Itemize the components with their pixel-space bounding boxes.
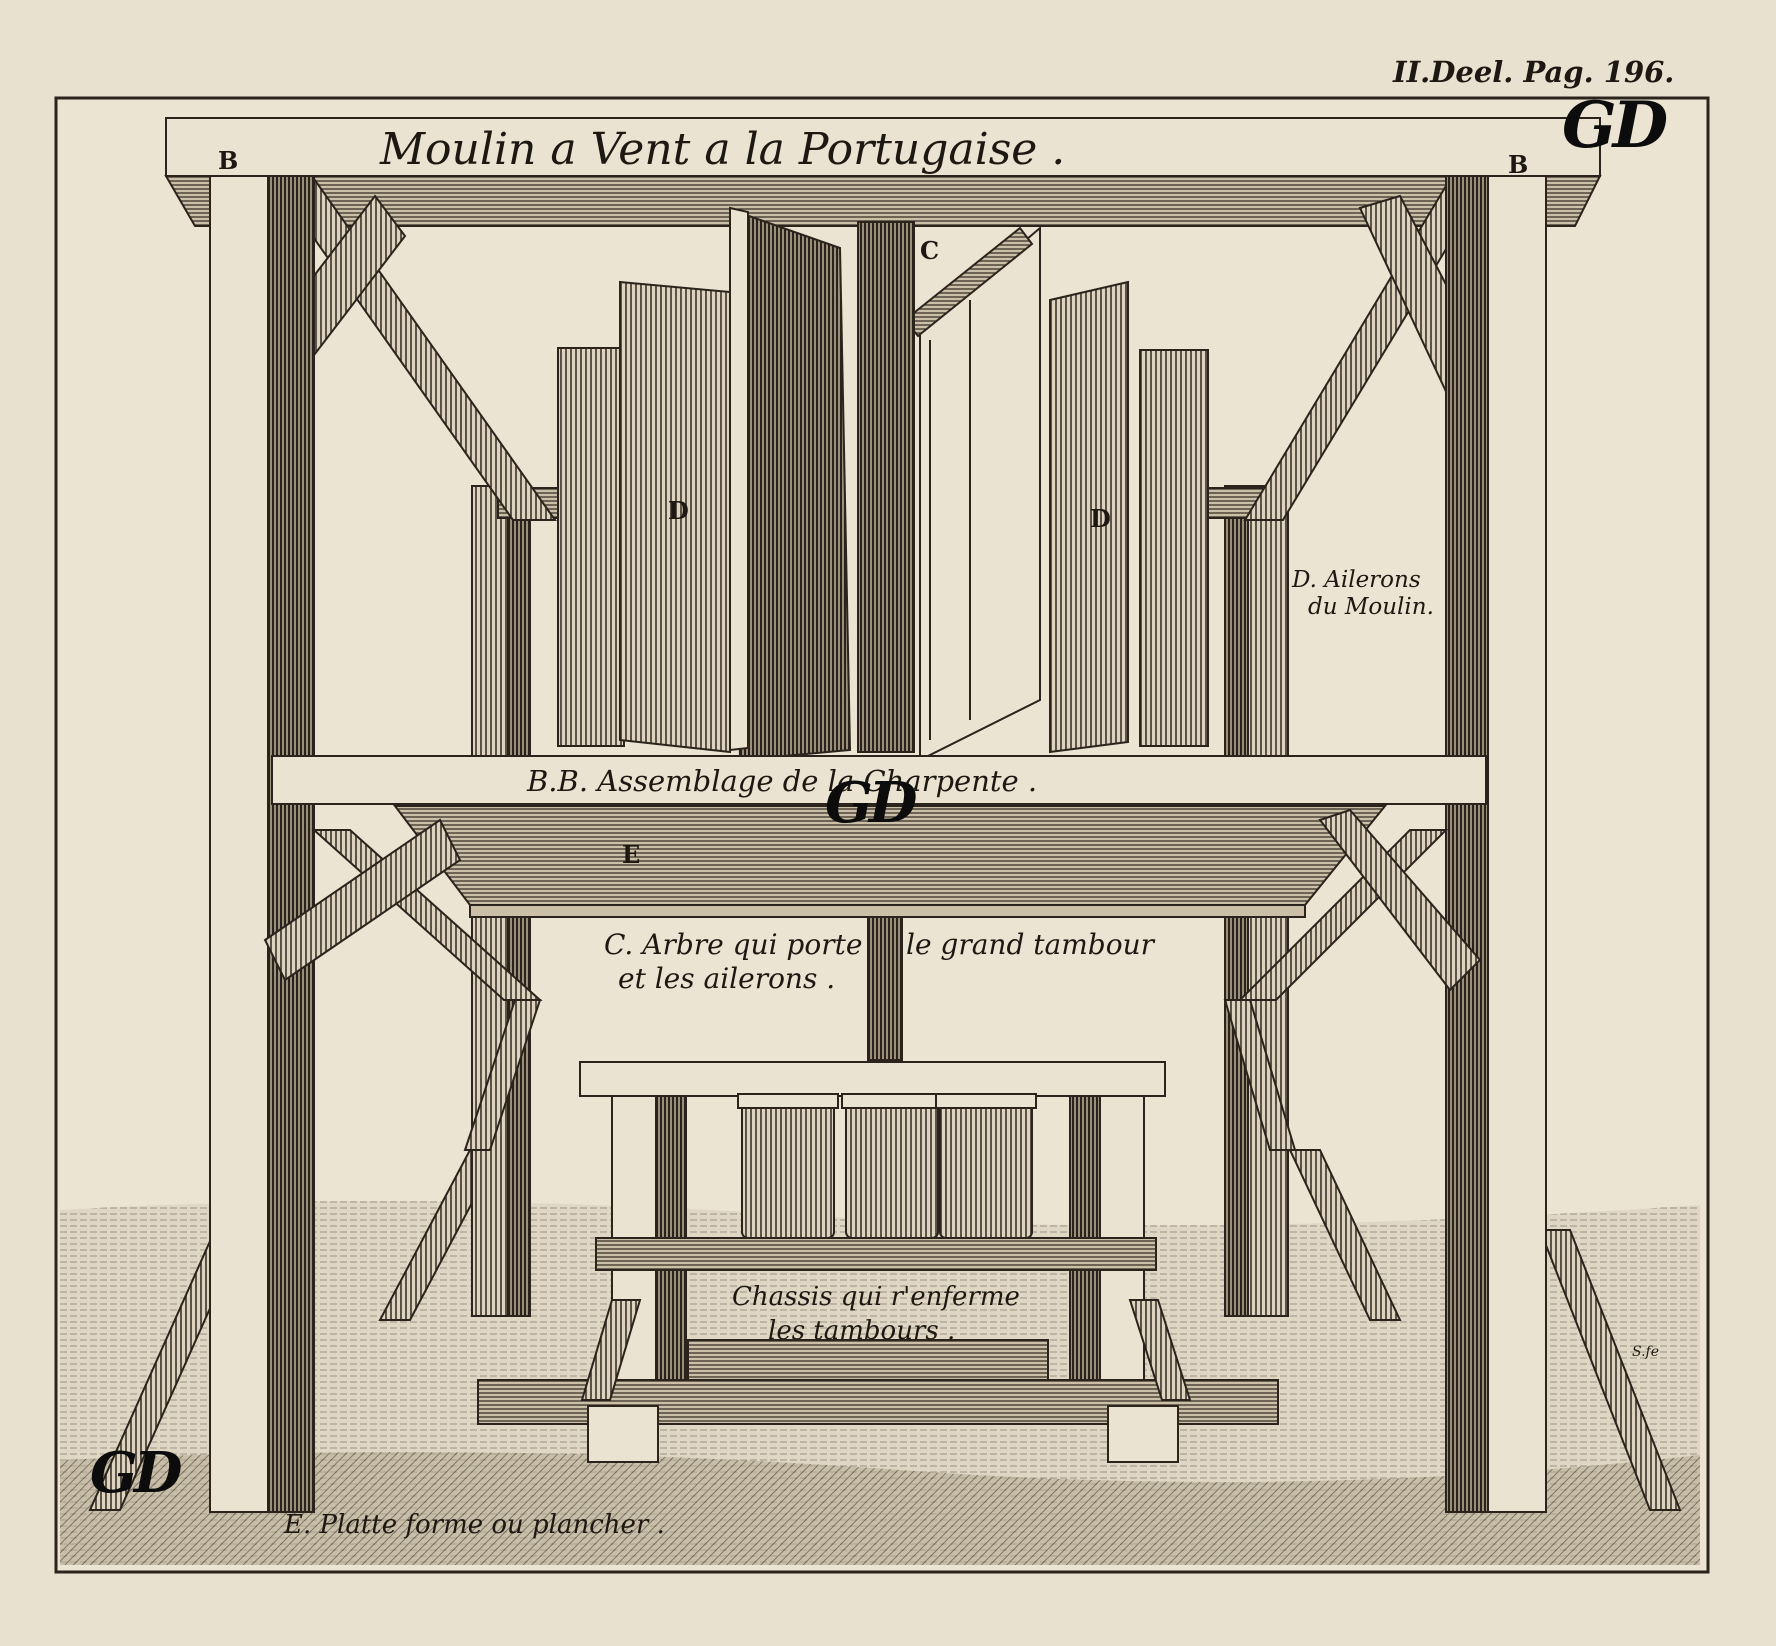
drums: [737, 1093, 1037, 1239]
legend-c-line1: C. Arbre qui porte: [604, 928, 863, 961]
marker-e-floor: E: [622, 840, 641, 869]
watermark-logo-top-right: GD: [1562, 88, 1668, 163]
lower-braces: [263, 808, 1482, 1151]
legend-c-line2: le grand tambour: [906, 928, 1154, 961]
main-posts: [209, 175, 1547, 1513]
legend-chassis-line2: les tambours .: [768, 1316, 956, 1346]
wind-sails: [557, 206, 1209, 762]
marker-b-right: B: [1508, 150, 1529, 179]
legend-e: E. Platte forme ou plancher .: [284, 1510, 665, 1540]
legend-bb: B.B. Assemblage de la Charpente .: [527, 764, 1038, 798]
legend-chassis-line1: Chassis qui r'enferme: [732, 1282, 1020, 1312]
middle-beam: [271, 755, 1487, 805]
legend-d-line2: du Moulin.: [1308, 594, 1434, 620]
outer-struts: [88, 1149, 1682, 1511]
marker-c-top: C: [920, 236, 940, 265]
watermark-logo-bottom-left: GD: [90, 1440, 182, 1506]
legend-c-line3: et les ailerons .: [618, 962, 836, 995]
legend-d-line1: D. Ailerons: [1292, 567, 1421, 593]
marker-b-left: B: [218, 146, 239, 175]
marker-d-left: D: [668, 496, 689, 525]
drum-chassis: [477, 1061, 1279, 1463]
page-reference: II.Deel. Pag. 196.: [1393, 55, 1675, 89]
plate-title: Moulin a Vent a la Portugaise .: [380, 124, 1066, 175]
marker-d-right: D: [1090, 504, 1111, 533]
platform: [392, 805, 1388, 918]
engraver-signature: S.fe: [1632, 1344, 1660, 1360]
top-beam: [164, 117, 1602, 227]
watermark-logo-center: GD: [825, 770, 917, 836]
